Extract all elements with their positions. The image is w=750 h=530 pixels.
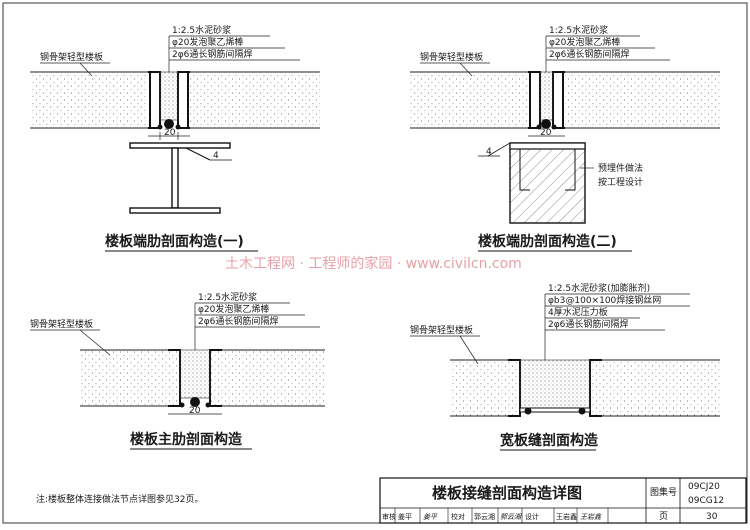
- review-sig: 姜平: [423, 513, 438, 521]
- note-mesh: φb3@100×100焊接钢丝网: [548, 294, 661, 306]
- note-mortar: 1:2.5水泥砂浆: [549, 24, 608, 36]
- title-block: 楼板接缝剖面构造详图 图集号 09CJ20 09CG12 页 30 审核 姜平 …: [379, 477, 747, 524]
- design-name: 王岩鑫: [556, 512, 577, 521]
- slab-label: 钢骨架轻型楼板: [40, 51, 103, 63]
- page-label: 页: [659, 511, 668, 522]
- joint-dim: 20: [540, 128, 552, 138]
- note-rebar: 2φ6通长钢筋间隔焊: [549, 48, 629, 60]
- rebar-left: [157, 124, 163, 130]
- detail-title: 楼板端肋剖面构造(二): [478, 233, 617, 250]
- note-mortar: 1:2.5水泥砂浆: [172, 24, 231, 36]
- review-name: 姜平: [398, 512, 412, 521]
- joint-dim: 20: [189, 406, 201, 416]
- slab-label: 钢骨架轻型楼板: [420, 51, 483, 63]
- design-label: 设计: [525, 512, 539, 521]
- note-rebar: 2φ6通长钢筋间隔焊: [198, 315, 278, 327]
- note-rebar: 2φ6通长钢筋间隔焊: [172, 48, 252, 60]
- detail-title: 宽板缝剖面构造: [500, 432, 598, 449]
- joint-mortar: [519, 359, 591, 409]
- detail-end-rib-1: 20 4 1:2.5水泥砂浆 φ20发泡聚乙烯棒 2φ6通长钢筋间隔焊 钢骨架轻…: [30, 24, 320, 252]
- foam-rod: [190, 397, 200, 407]
- embed-note-2: 按工程设计: [598, 176, 643, 188]
- joint-mortar: [179, 349, 211, 399]
- detail-title: 楼板端肋剖面构造(一): [105, 233, 244, 250]
- note-foam: φ20发泡聚乙烯棒: [198, 303, 269, 315]
- note-board: 4厚水泥压力板: [548, 306, 608, 318]
- note-foam: φ20发泡聚乙烯棒: [172, 36, 243, 48]
- detail-end-rib-2: 20 4 预埋件做法 按工程设计 1:2.5水泥砂浆 φ20发泡聚乙烯棒 2φ6…: [410, 24, 720, 252]
- pressure-board: [519, 407, 591, 413]
- detail-main-rib: 20 1:2.5水泥砂浆 φ20发泡聚乙烯棒 2φ6通长钢筋间隔焊 钢骨架轻型楼…: [30, 291, 325, 450]
- joint-mortar: [159, 71, 179, 121]
- embed-note-1: 预埋件做法: [598, 162, 643, 174]
- watermark: 土木工程网 · 工程师的家园 · www.civilcn.com: [225, 255, 522, 272]
- atlas-no-1: 09CJ20: [688, 482, 720, 492]
- note-foam: φ20发泡聚乙烯棒: [549, 36, 620, 48]
- atlas-label: 图集号: [650, 486, 677, 498]
- slab-left: [30, 72, 148, 128]
- foam-rod: [541, 119, 551, 129]
- slab-label: 钢骨架轻型楼板: [30, 318, 93, 330]
- detail-title: 楼板主肋剖面构造: [130, 431, 242, 448]
- note-mortar: 1:2.5水泥砂浆: [198, 291, 257, 303]
- joint-mortar: [539, 71, 554, 121]
- concrete-beam: [509, 142, 586, 224]
- check-sig: 郭云湘: [500, 513, 522, 521]
- check-name: 郭云湘: [474, 512, 495, 521]
- page-no: 30: [706, 512, 718, 522]
- sheet-title: 楼板接缝剖面构造详图: [432, 484, 582, 502]
- design-sig: 王岩鑫: [580, 513, 602, 521]
- weld-size: 4: [213, 151, 219, 161]
- note-mortar: 1:2.5水泥砂浆(加膨胀剂): [548, 282, 650, 294]
- slab-label: 钢骨架轻型楼板: [410, 324, 473, 336]
- review-label: 审核: [382, 512, 396, 521]
- slab-right: [190, 72, 320, 128]
- footnote: 注:楼板整体连接做法节点详图参见32页。: [36, 493, 204, 505]
- weld-size: 4: [486, 147, 492, 157]
- atlas-no-2: 09CG12: [688, 496, 724, 506]
- note-rebar: 2φ6通长钢筋间隔焊: [548, 318, 628, 330]
- foam-rod: [164, 119, 174, 129]
- rebar-right: [175, 124, 181, 130]
- detail-wide-joint: 1:2.5水泥砂浆(加膨胀剂) φb3@100×100焊接钢丝网 4厚水泥压力板…: [410, 282, 720, 451]
- joint-dim: 20: [164, 128, 176, 138]
- check-label: 校对: [451, 512, 465, 521]
